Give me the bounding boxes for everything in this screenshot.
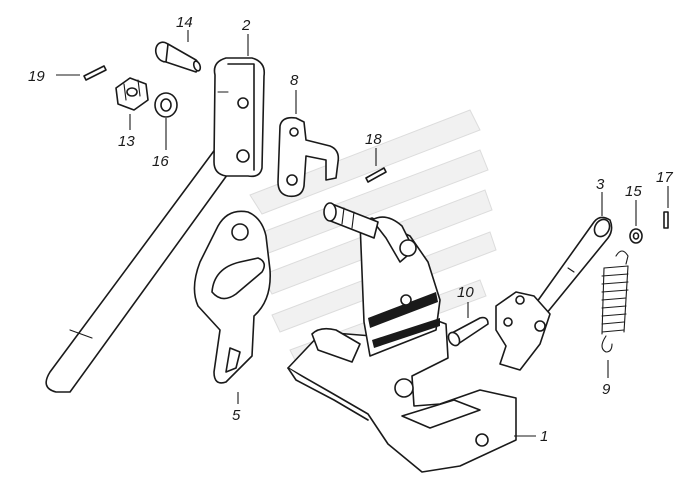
part-14-pin xyxy=(154,41,202,73)
callout-1: 1 xyxy=(540,428,548,445)
part-19-cotter-pin xyxy=(83,65,107,81)
leader-lines xyxy=(56,30,669,437)
part-13-castle-nut xyxy=(115,77,149,111)
part-10-pin xyxy=(447,316,489,347)
part-18-roll-pin xyxy=(365,167,387,183)
callout-15: 15 xyxy=(625,183,642,200)
part-1-base xyxy=(287,202,517,473)
part-17-screw xyxy=(663,211,669,229)
callout-3: 3 xyxy=(596,176,605,193)
part-8-bracket xyxy=(277,116,340,198)
part-15-washer xyxy=(629,228,643,244)
callout-5: 5 xyxy=(232,407,241,424)
part-2-lever xyxy=(45,57,266,393)
callout-14: 14 xyxy=(176,14,193,31)
callout-9: 9 xyxy=(602,381,611,398)
part-16-washer xyxy=(154,92,178,118)
callout-16: 16 xyxy=(152,153,169,170)
part-9-spring xyxy=(601,250,629,353)
callout-10: 10 xyxy=(457,284,474,301)
callout-13: 13 xyxy=(118,133,135,150)
callout-2: 2 xyxy=(241,17,251,34)
part-3-latch xyxy=(495,216,613,371)
callout-19: 19 xyxy=(28,68,45,85)
callout-8: 8 xyxy=(290,72,299,89)
part-5-hook xyxy=(193,210,271,384)
callout-labels: 1 2 3 5 8 9 10 13 14 15 16 17 18 19 xyxy=(28,14,673,445)
callout-18: 18 xyxy=(365,131,382,148)
callout-17: 17 xyxy=(656,169,673,186)
